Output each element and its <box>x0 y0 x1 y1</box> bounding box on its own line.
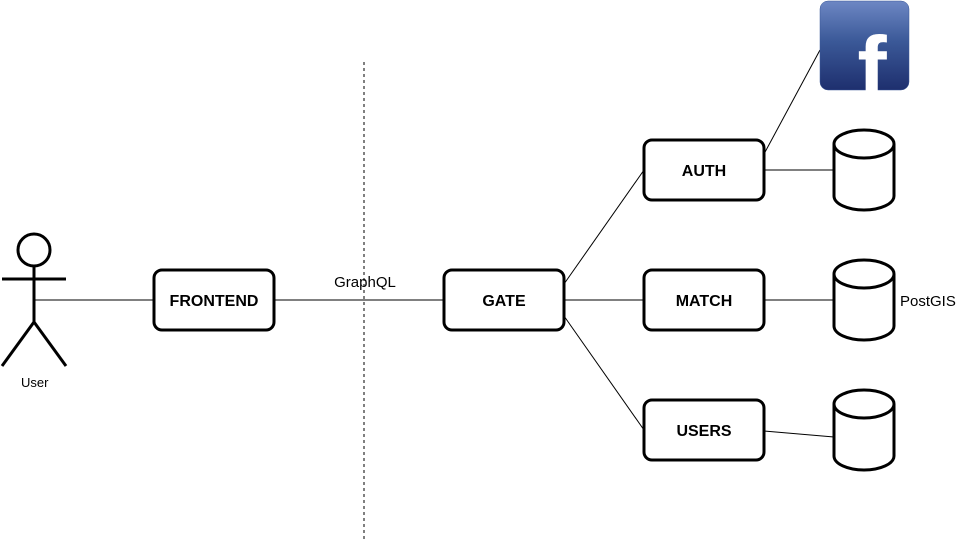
frontend-label: FRONTEND <box>170 293 259 310</box>
gate-node[interactable]: GATE <box>442 268 566 332</box>
facebook-glyph: f <box>857 18 887 117</box>
user-label: User <box>21 375 49 390</box>
frontend-node[interactable]: FRONTEND <box>152 268 276 332</box>
edge-gate-auth <box>563 169 645 285</box>
auth-database-icon[interactable] <box>832 128 896 212</box>
edge-users-db <box>763 430 835 438</box>
facebook-icon[interactable]: f <box>819 0 910 117</box>
match-database-icon[interactable] <box>832 258 896 342</box>
postgis-label: PostGIS <box>900 293 956 310</box>
gate-label: GATE <box>482 293 526 310</box>
edge-gate-users <box>563 315 645 431</box>
match-node[interactable]: MATCH <box>642 268 766 332</box>
users-label: USERS <box>676 423 731 440</box>
auth-label: AUTH <box>682 163 726 180</box>
graphql-label: GraphQL <box>334 274 396 291</box>
users-node[interactable]: USERS <box>642 398 766 462</box>
users-database-icon[interactable] <box>832 388 896 472</box>
auth-node[interactable]: AUTH <box>642 138 766 202</box>
match-label: MATCH <box>676 293 733 310</box>
user-actor-icon <box>0 232 68 367</box>
edge-auth-facebook <box>763 49 821 155</box>
